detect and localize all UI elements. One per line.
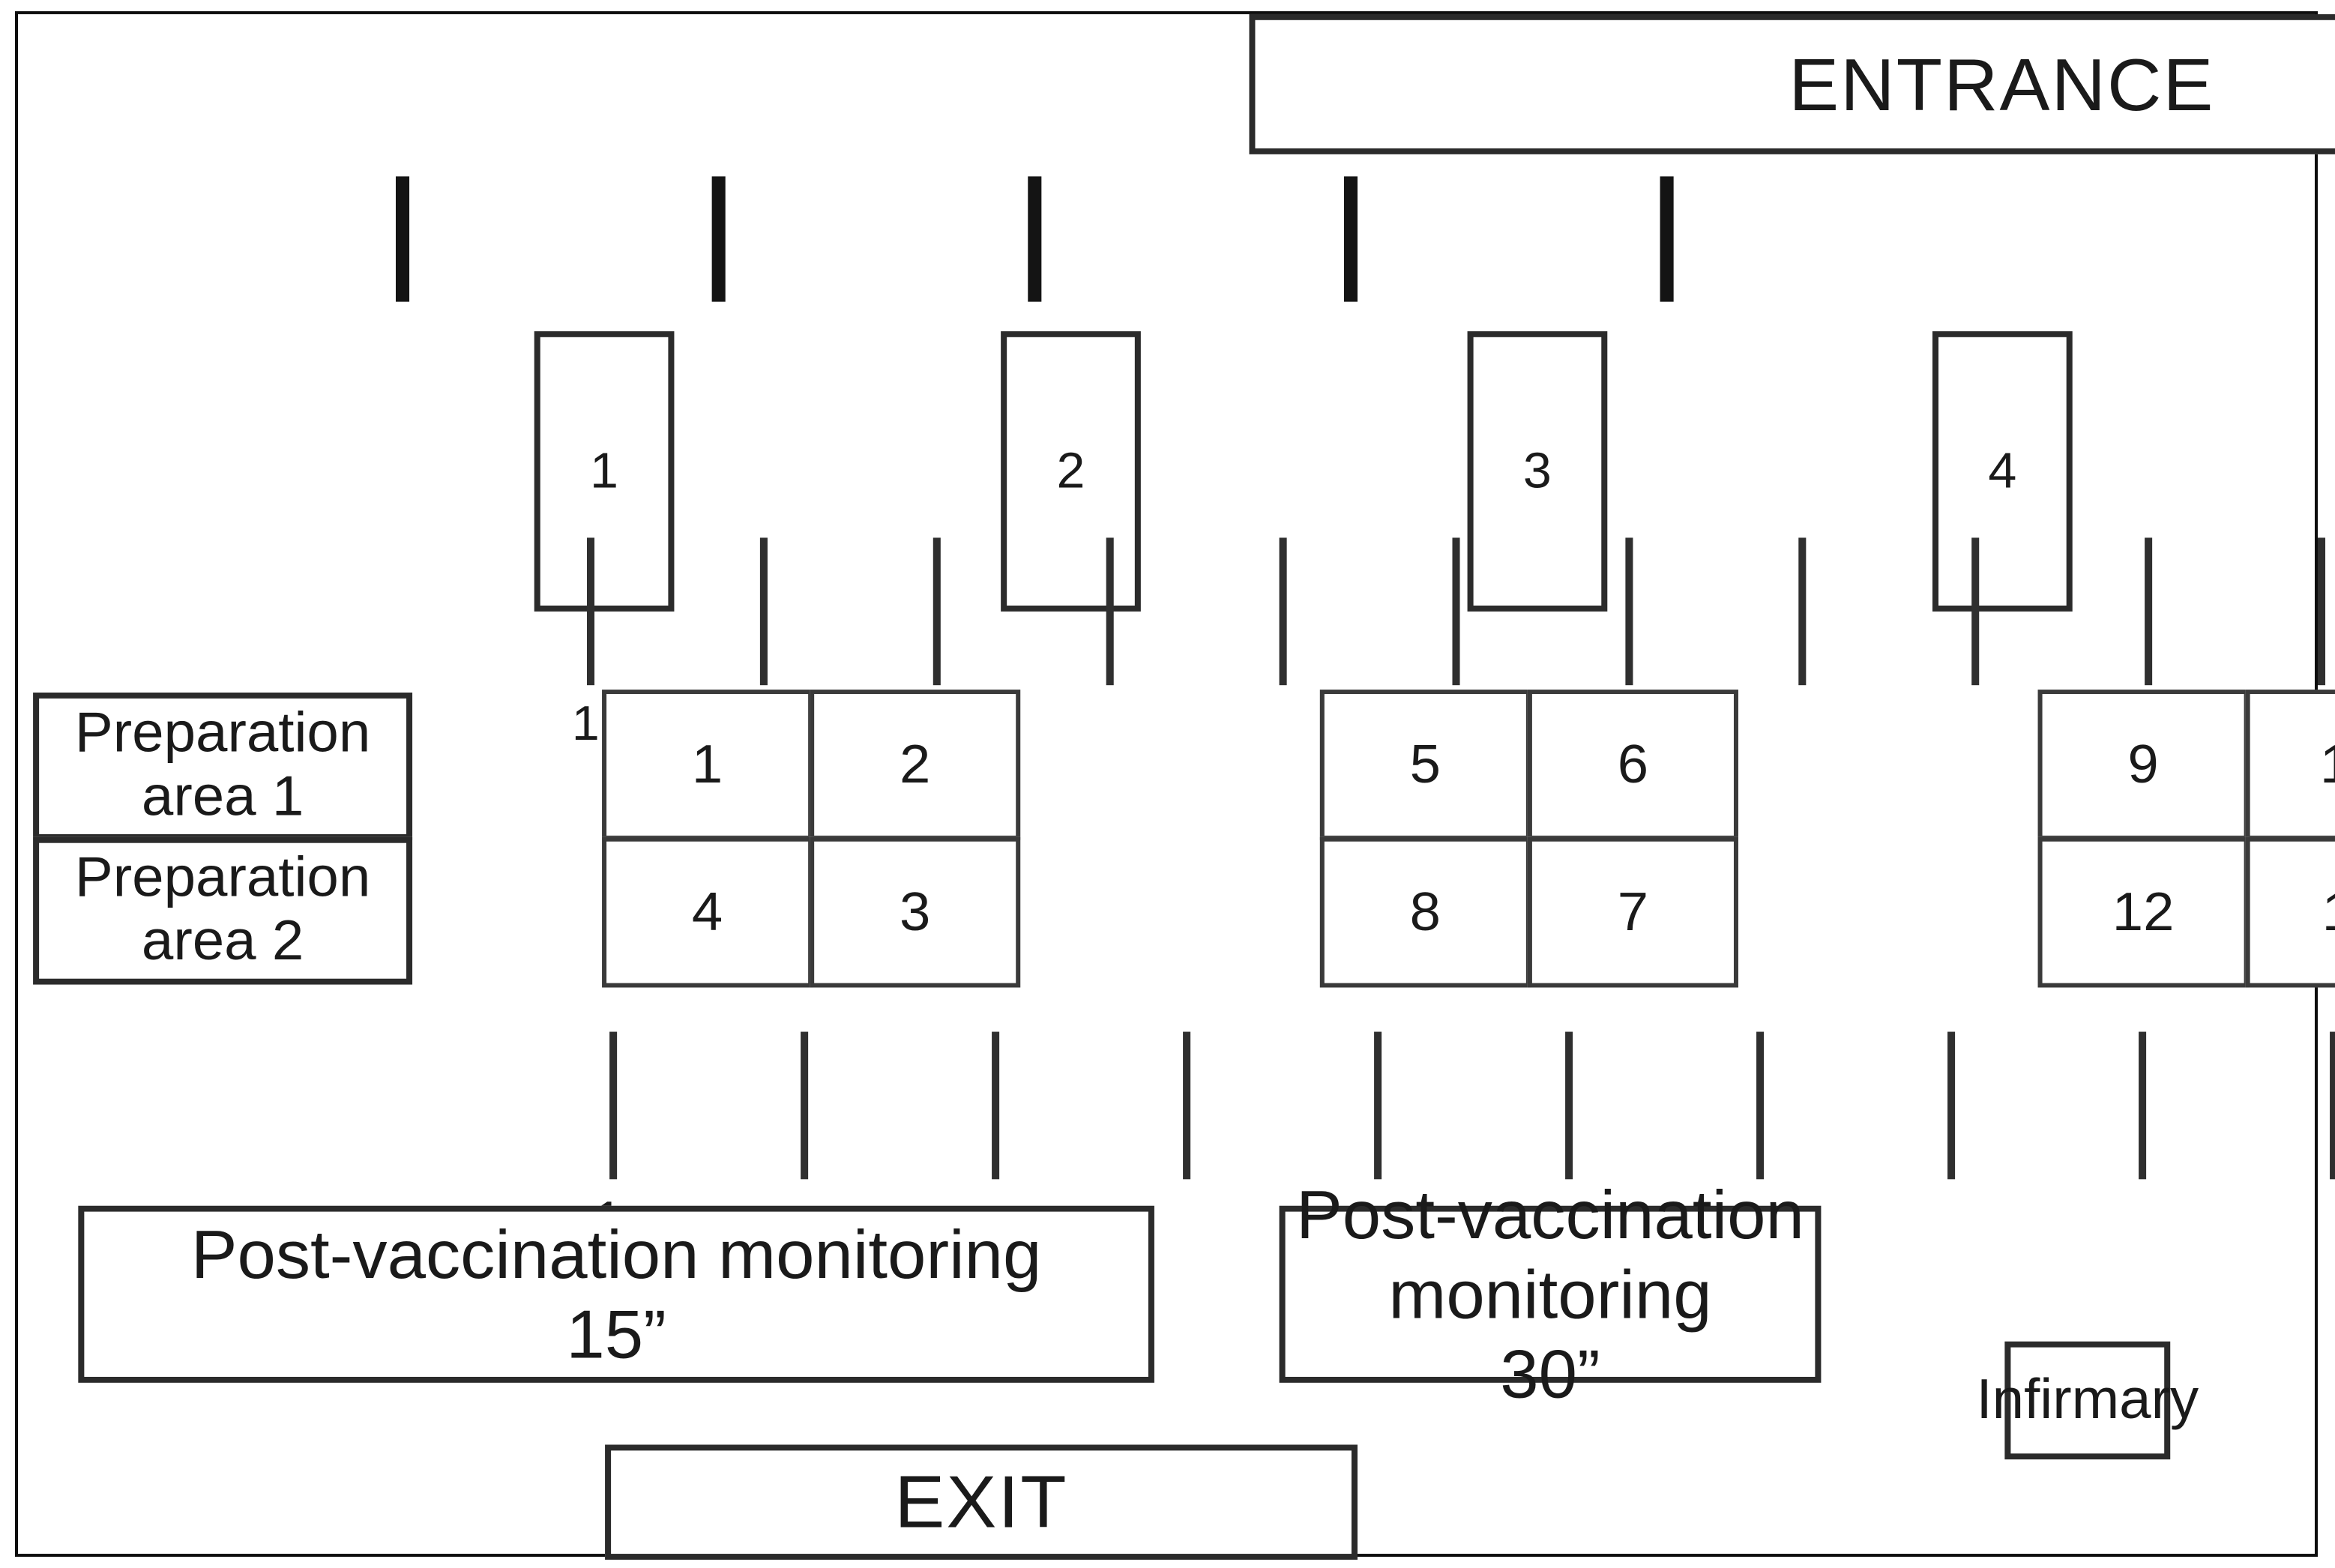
temperature-station-3 [1028, 176, 1042, 302]
entrance-lane-5 [1279, 537, 1287, 686]
entrance-lane-11 [2318, 537, 2326, 686]
vaccination-booth-8: 8 [1319, 836, 1531, 988]
vaccination-booth-6: 6 [1527, 690, 1738, 840]
exit-box: EXIT [605, 1444, 1358, 1560]
entrance-lane-8 [1798, 537, 1807, 686]
entrance-lane-9 [1971, 537, 1980, 686]
monitoring-30-line2: 30” [1500, 1335, 1600, 1413]
entrance-lane-7 [1625, 537, 1633, 686]
triage-booth-4: 4 [1932, 331, 2073, 612]
vaccination-booth-12: 12 [2037, 836, 2249, 988]
entrance-lane-6 [1452, 537, 1460, 686]
triage-booth-1: 1 [534, 331, 675, 612]
entrance-lane-first-number: 1 [571, 695, 600, 750]
exit-lane-4 [1183, 1031, 1191, 1180]
post-vaccination-monitoring-30: Post-vaccination monitoring 30” [1279, 1176, 1822, 1412]
entrance-lane-2 [759, 537, 768, 686]
monitoring-15-line1: Post-vaccination monitoring [190, 1216, 1042, 1293]
vaccination-booth-7: 7 [1527, 836, 1738, 988]
vaccination-booth-2: 2 [810, 690, 1021, 840]
preparation-area-2-line2: area 2 [141, 911, 304, 973]
preparation-area-1-line2: area 1 [141, 766, 304, 829]
entrance-lane-10 [2145, 537, 2153, 686]
exit-lane-1 [609, 1031, 618, 1180]
entrance-lane-4 [1106, 537, 1114, 686]
preparation-area-2-line1: Preparation [74, 848, 371, 911]
vaccination-booth-9: 9 [2037, 690, 2249, 840]
exit-lane-2 [801, 1031, 809, 1180]
venue-outline: ENTRANCE Temperature checking 1 2 3 4 5 … [15, 11, 2335, 1560]
exit-lane-9 [2139, 1031, 2147, 1180]
vaccination-booth-3: 3 [810, 836, 1021, 988]
temperature-station-1 [395, 176, 410, 302]
temperature-station-5 [1660, 176, 1674, 302]
infirmary-box: Infirmary [1976, 1341, 2199, 1460]
temperature-station-2 [711, 176, 726, 302]
temperature-station-4 [1343, 176, 1358, 302]
triage-booth-3: 3 [1467, 331, 1608, 612]
vaccination-booth-4: 4 [602, 836, 813, 988]
post-vaccination-monitoring-15: Post-vaccination monitoring 15” [78, 1205, 1154, 1383]
entrance-lane-3 [933, 537, 941, 686]
exit-lane-10 [2330, 1031, 2335, 1180]
exit-lane-5 [1374, 1031, 1382, 1180]
monitoring-30-line1: Post-vaccination monitoring [1296, 1176, 1804, 1333]
vaccination-booth-11: 11 [2245, 836, 2335, 988]
preparation-area-2: Preparation area 2 [33, 836, 413, 985]
exit-lane-7 [1756, 1031, 1765, 1180]
monitoring-15-line2: 15” [566, 1295, 666, 1373]
vaccination-booth-5: 5 [1319, 690, 1531, 840]
triage-booth-2: 2 [1001, 331, 1141, 612]
preparation-area-1-line1: Preparation [74, 703, 371, 766]
vaccination-booth-1: 1 [602, 690, 813, 840]
exit-lane-6 [1565, 1031, 1573, 1180]
entrance-box: ENTRANCE [1249, 13, 2335, 154]
preparation-area-1: Preparation area 1 [33, 693, 413, 840]
exit-lane-8 [1947, 1031, 1956, 1180]
exit-lane-3 [992, 1031, 1000, 1180]
vaccination-booth-10: 10 [2245, 690, 2335, 840]
entrance-lane-1 [586, 537, 595, 686]
